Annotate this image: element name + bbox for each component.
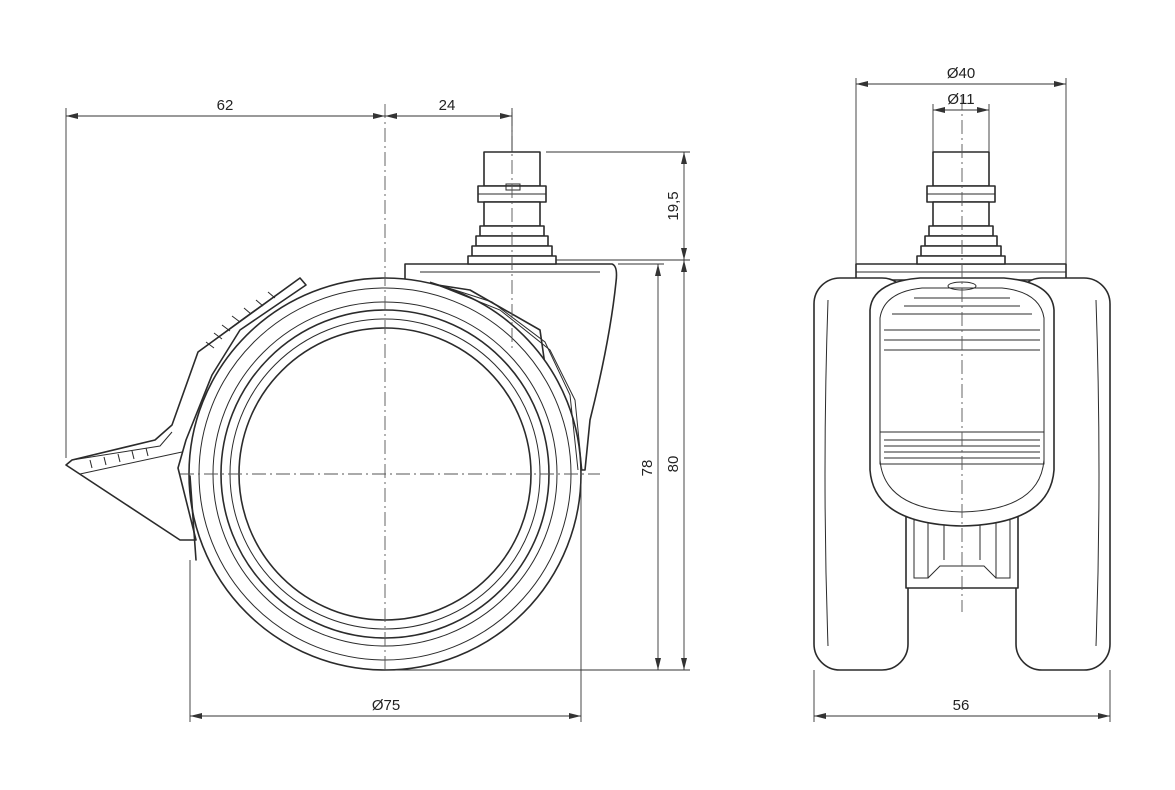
- dimension-label-24: 24: [439, 97, 456, 114]
- dimension-label-diameter-75: Ø75: [372, 697, 400, 714]
- dimension-diameter-11: Ø11: [933, 91, 989, 113]
- dimension-label-diameter-40: Ø40: [947, 65, 975, 82]
- front-stem: [916, 151, 1006, 265]
- dimension-label-19-5: 19,5: [665, 191, 682, 220]
- dimension-diameter-40: Ø40: [856, 65, 1066, 87]
- wheel-guard: [429, 281, 583, 471]
- dimension-label-78: 78: [639, 460, 656, 477]
- dimension-56: 56: [814, 697, 1110, 719]
- dimension-label-diameter-11: Ø11: [947, 91, 974, 108]
- dimension-80: 80: [665, 260, 687, 670]
- side-view: 62 24 19,5 78 80: [65, 97, 690, 722]
- dimension-19-5: 19,5: [665, 152, 687, 260]
- dimension-24: 24: [385, 97, 512, 119]
- dimension-label-62: 62: [217, 97, 234, 114]
- dimension-label-80: 80: [665, 456, 682, 473]
- brake-pedal: [65, 277, 307, 541]
- dimension-62: 62: [66, 97, 385, 119]
- pedal-ribs: [89, 291, 276, 469]
- dimension-label-56: 56: [953, 697, 970, 714]
- front-view: Ø40 Ø11 56: [813, 65, 1111, 722]
- dimension-diameter-75: Ø75: [190, 697, 581, 719]
- dimension-78: 78: [639, 264, 661, 670]
